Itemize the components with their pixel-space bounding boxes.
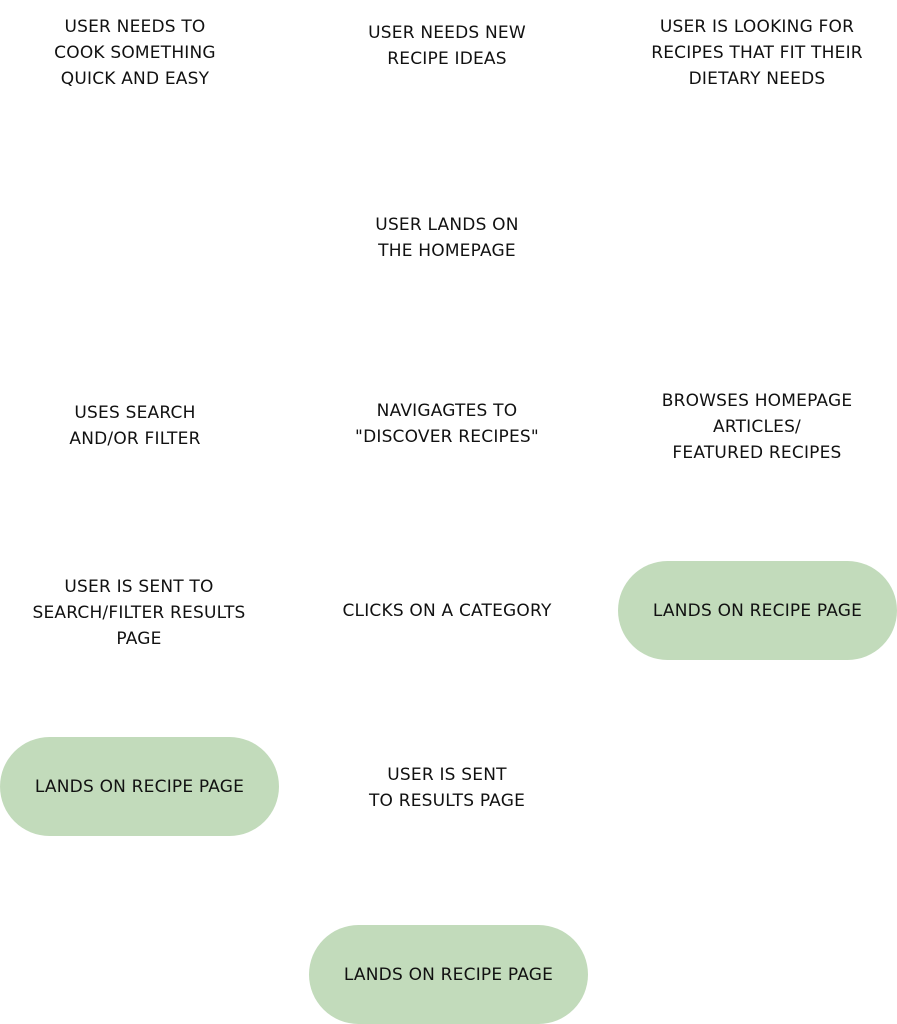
node-uses-search-filter: USES SEARCH AND/OR FILTER — [69, 403, 201, 449]
node-navigates-discover-recipes: NAVIGAGTES TO "DISCOVER RECIPES" — [355, 401, 539, 447]
node-user-dietary-needs: USER IS LOOKING FOR RECIPES THAT FIT THE… — [651, 17, 863, 89]
node-clicks-category: CLICKS ON A CATEGORY — [342, 601, 552, 621]
endpoint-recipe-page-left: LANDS ON RECIPE PAGE — [0, 737, 279, 836]
node-browses-homepage-articles: BROWSES HOMEPAGE ARTICLES/ FEATURED RECI… — [661, 391, 853, 463]
node-sent-to-results-page: USER IS SENT TO RESULTS PAGE — [368, 765, 526, 811]
node-lands-on-homepage: USER LANDS ON THE HOMEPAGE — [375, 215, 519, 261]
node-user-needs-new-ideas: USER NEEDS NEW RECIPE IDEAS — [368, 23, 526, 69]
node-user-needs-quick-easy: USER NEEDS TO COOK SOMETHING QUICK AND E… — [54, 17, 216, 89]
node-sent-to-search-results: USER IS SENT TO SEARCH/FILTER RESULTS PA… — [32, 577, 246, 649]
endpoint-recipe-page-right: LANDS ON RECIPE PAGE — [618, 561, 897, 660]
endpoint-recipe-page-bottom: LANDS ON RECIPE PAGE — [309, 925, 588, 1024]
